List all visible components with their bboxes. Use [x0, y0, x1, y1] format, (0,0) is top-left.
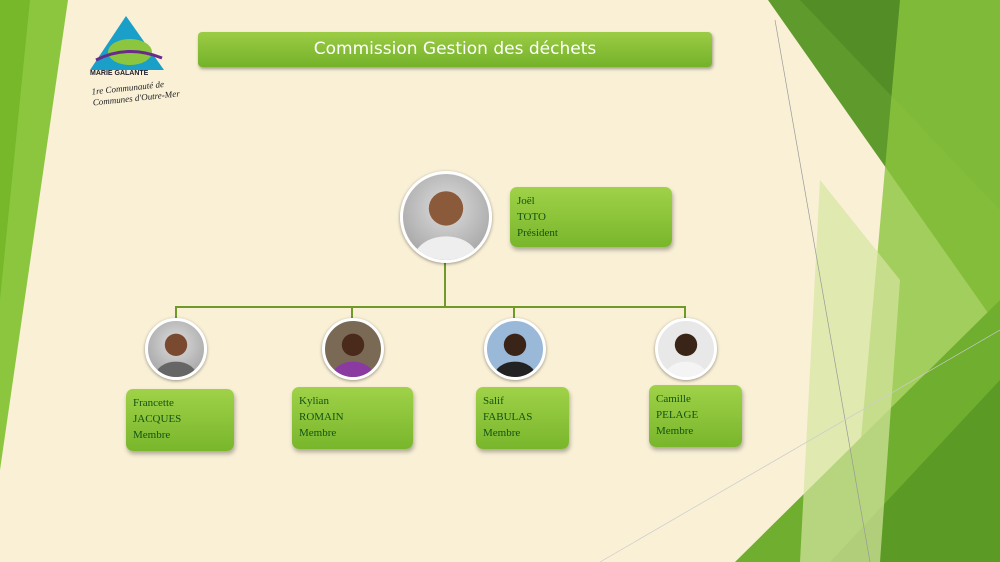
member-photo — [145, 318, 207, 380]
role: Président — [517, 227, 558, 239]
page-title: Commission Gestion des déchets — [198, 32, 712, 67]
logo-name: MARIE GALANTE — [90, 70, 149, 77]
member-photo — [322, 318, 384, 380]
connector — [684, 306, 686, 318]
connector — [351, 306, 353, 318]
connector — [175, 306, 177, 318]
member-photo — [655, 318, 717, 380]
connector — [513, 306, 515, 318]
president-card: Joël TOTO Président — [510, 187, 672, 247]
connector-vertical — [444, 258, 446, 307]
connector-horizontal — [175, 306, 685, 308]
member-photo — [484, 318, 546, 380]
president-photo — [400, 171, 492, 263]
first-name: Joël — [517, 195, 535, 207]
last-name: TOTO — [517, 211, 546, 223]
